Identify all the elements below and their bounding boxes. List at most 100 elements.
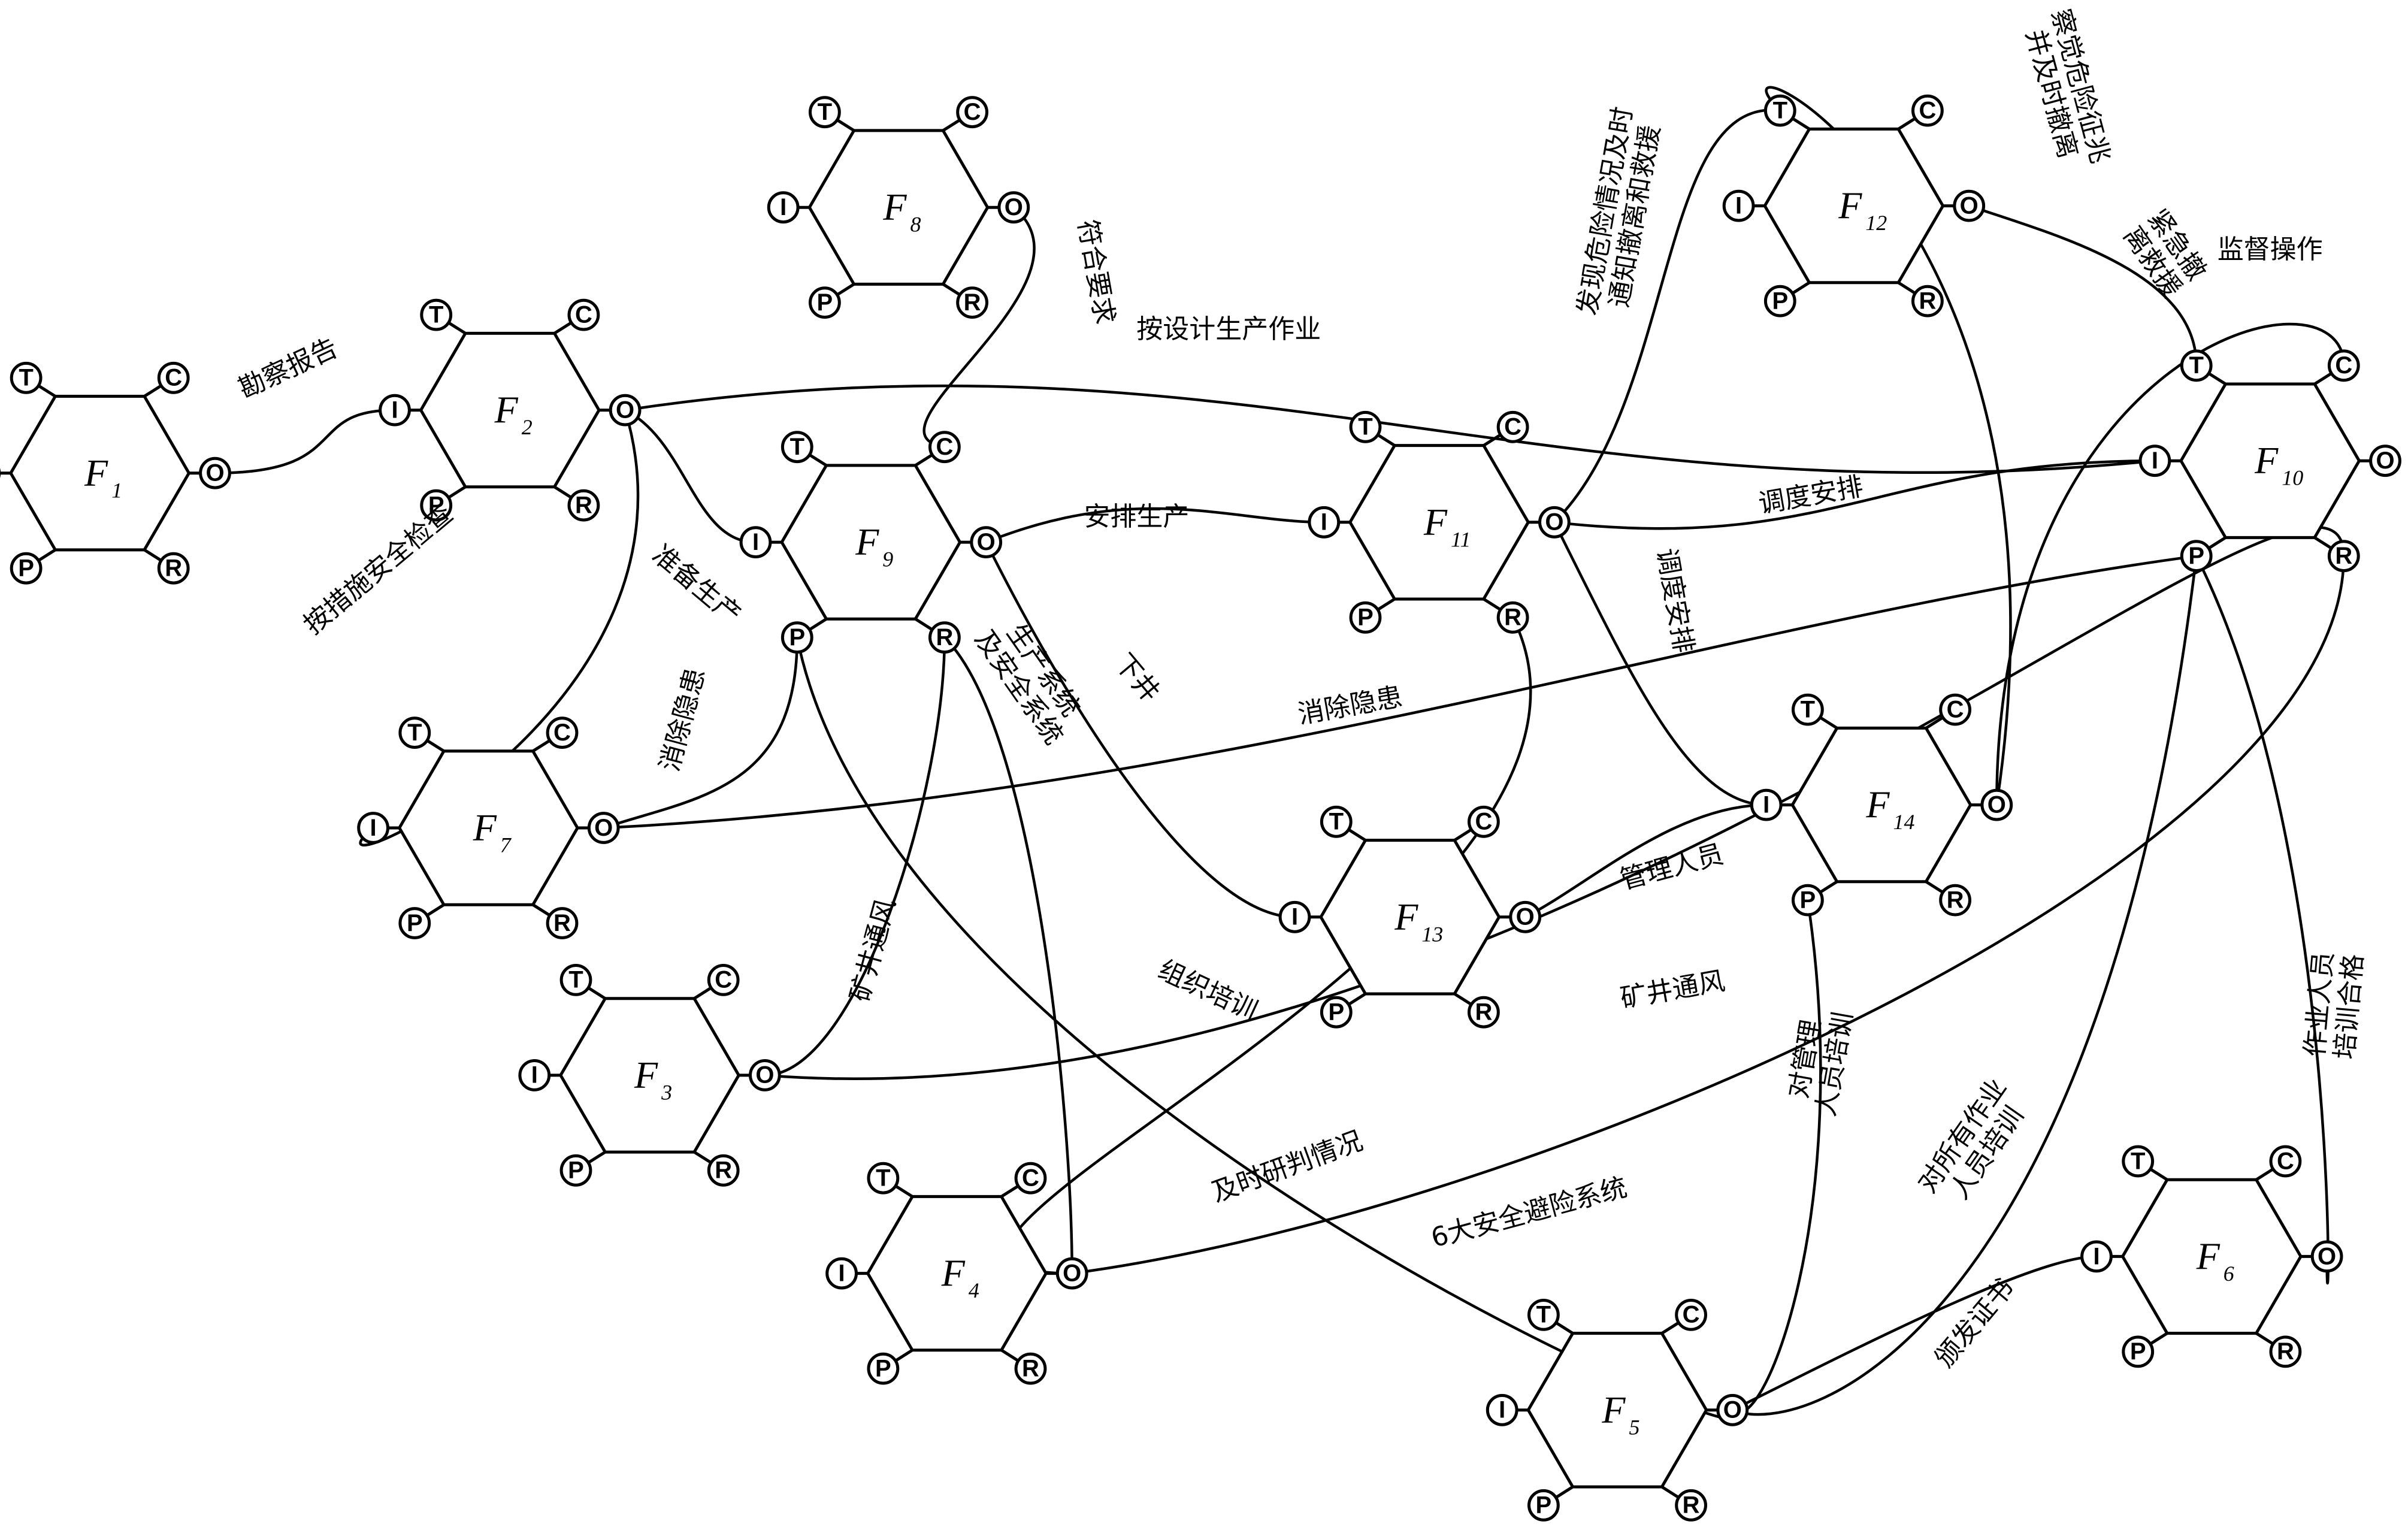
aspect-c-circle [928,431,961,464]
aspect-t-circle [1349,410,1382,443]
coupling-line [985,542,1295,919]
function-hexagon [9,395,191,552]
aspect-t-circle [2180,349,2213,382]
function-letter: F [855,521,879,563]
function-hexagon [397,749,579,906]
aspect-t-label: T [1536,1302,1551,1328]
aspect-c-circle [1496,410,1529,443]
aspect-o-circle [2369,445,2401,477]
coupling-label: 6大安全避险系统 [1428,1172,1630,1253]
function-hexagon [1526,1332,1708,1489]
coupling-line [764,637,946,1077]
aspect-p-label: P [1536,1492,1552,1519]
coupling-line [624,409,756,544]
coupling-label-line: 矿井通风 [1618,966,1727,1014]
aspect-r-circle [1468,996,1500,1029]
coupling-line [1995,322,2346,805]
aspect-c-label: C [165,365,182,391]
aspect-t-label: T [1773,97,1787,123]
aspect-c-label: C [1475,809,1492,835]
aspect-r-label: R [553,910,571,936]
coupling-label: 勘察报告 [234,332,343,405]
aspect-t-circle [398,716,431,749]
aspect-p-circle [809,286,841,319]
aspect-t-label: T [568,967,583,993]
aspect-t-label: T [429,302,443,328]
aspect-i-circle [2080,1240,2113,1273]
aspect-r-circle [1675,1489,1708,1522]
aspect-p-circle [559,1154,592,1187]
aspect-i-label: I [1499,1397,1505,1423]
aspect-r-label: R [2277,1338,2294,1365]
aspect-p-label: P [875,1355,891,1381]
function-subscript: 7 [500,833,512,857]
aspect-t-label: T [2189,352,2203,379]
aspect-i-circle [1750,788,1783,821]
coupling-line [1731,900,1822,1414]
coupling-label: 消除隐患 [654,665,711,775]
aspect-i-label: I [1763,791,1769,818]
aspect-p-circle [781,621,813,654]
coupling-line [2195,555,2330,1285]
aspect-c-label: C [715,967,732,993]
function-hexagon [1348,444,1530,601]
function-subscript: 8 [910,213,921,237]
aspect-o-label: O [2376,447,2394,474]
aspect-o-label: O [1960,192,1979,219]
coupling-label-line: 管理人员 [1617,839,1727,896]
aspect-t-label: T [790,434,804,460]
aspect-t-label: T [1358,414,1372,440]
aspect-i-circle [379,394,411,427]
aspect-o-circle [997,191,1030,224]
aspect-t-circle [1320,805,1353,838]
aspect-o-label: O [1987,791,2006,818]
aspect-o-circle [587,812,620,844]
aspect-p-circle [1320,996,1353,1029]
coupling-label: 下井 [1108,648,1166,708]
coupling-label: 监督操作 [2218,234,2323,265]
aspect-c-circle [2327,349,2360,382]
aspect-i-label: I [531,1062,538,1088]
aspect-o-circle [1980,788,2013,821]
aspect-p-label: P [2130,1338,2146,1365]
aspect-o-label: O [594,815,613,841]
aspect-c-label: C [575,302,592,328]
function-subscript: 5 [1629,1415,1639,1439]
aspect-o-circle [2310,1240,2343,1273]
function-letter: F [1838,184,1862,226]
aspect-r-circle [546,907,579,939]
aspect-r-circle [1911,285,1944,318]
aspect-o-label: O [755,1062,774,1088]
coupling-label: 紧急撤离救援 [2117,204,2212,303]
aspect-t-circle [420,298,453,331]
aspect-t-circle [10,361,43,394]
aspect-t-label: T [818,99,832,125]
aspect-c-circle [157,361,190,394]
function-subscript: 1 [111,478,122,502]
aspect-o-circle [749,1059,781,1091]
function-subscript: 9 [882,548,893,572]
aspect-o-label: O [1516,904,1535,930]
aspect-o-label: O [205,460,224,486]
function-letter: F [2196,1235,2221,1277]
coupling-label-line: 安排生产 [1084,501,1189,532]
coupling-label-line: 勘察报告 [234,332,343,405]
aspect-o-circle [1538,506,1571,539]
aspect-r-label: R [936,624,953,651]
coupling-line [1072,556,2346,1275]
coupling-line [1553,108,1781,524]
aspect-p-circle [2180,540,2213,573]
function-subscript: 6 [2224,1262,2234,1286]
aspect-p-circle [2122,1335,2155,1368]
aspect-o-circle [1953,189,1986,222]
coupling-line [1524,803,1766,918]
